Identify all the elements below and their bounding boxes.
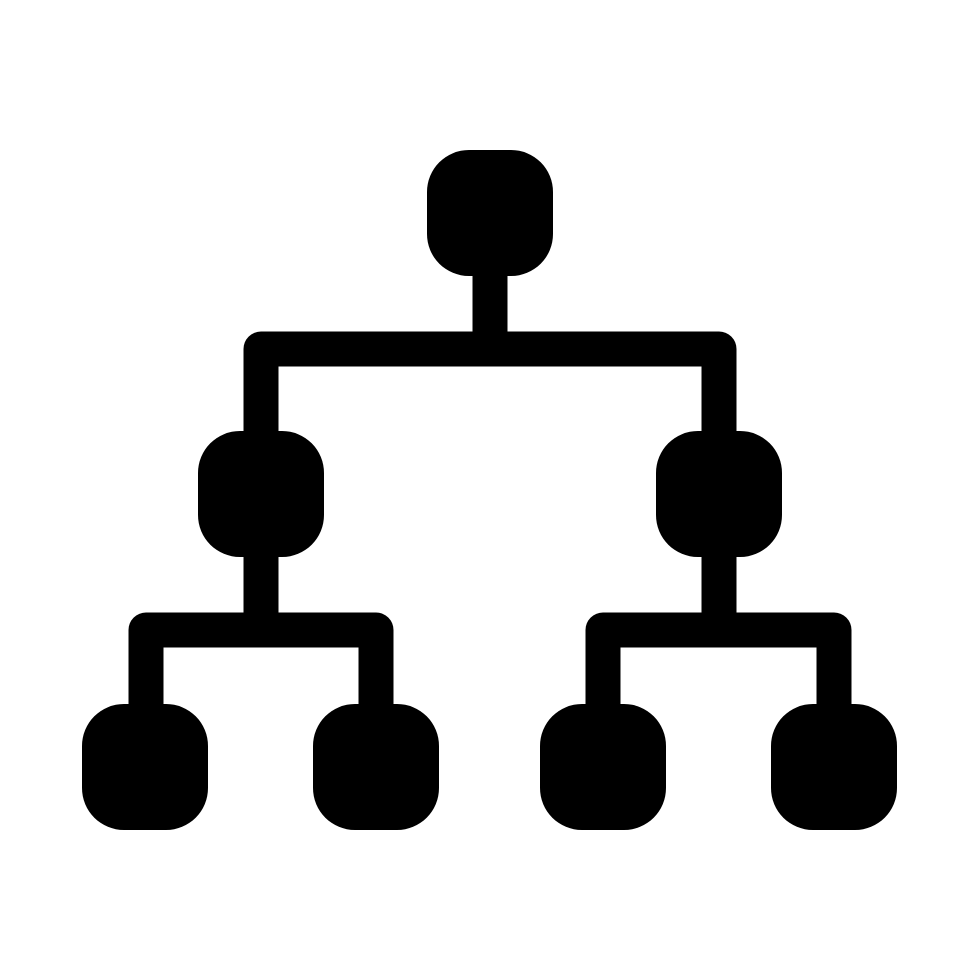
connector-right-branch <box>585 612 852 712</box>
connector-left-branch <box>128 612 394 712</box>
leaf-node <box>771 704 897 830</box>
leaf-node <box>313 704 439 830</box>
connector-lines <box>128 268 852 712</box>
leaf-node <box>540 704 666 830</box>
nodes <box>82 150 897 830</box>
leaf-node <box>82 704 208 830</box>
connector-level1-branch <box>243 331 737 440</box>
level1-right-node <box>656 431 782 557</box>
root-node <box>427 150 553 276</box>
level1-left-node <box>198 431 324 557</box>
